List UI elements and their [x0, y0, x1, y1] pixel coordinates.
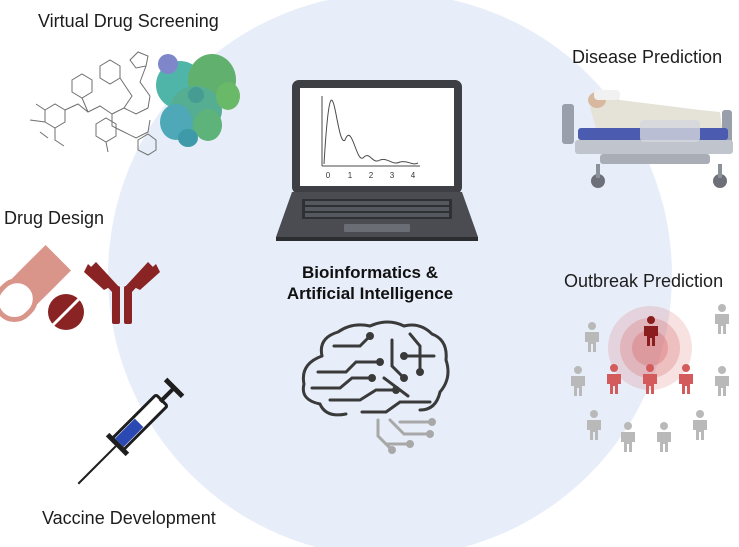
- brain-circuit-icon: [301, 320, 450, 417]
- molecule-icon: [29, 51, 157, 156]
- laptop-plot-ticks: 0 1 2 3 4: [326, 171, 416, 180]
- label-drug-design: Drug Design: [4, 208, 105, 228]
- healthy-person-icon: [571, 366, 585, 396]
- background-circle: [108, 0, 672, 547]
- center-title-line1: Bioinformatics &: [301, 263, 439, 282]
- infected-person-icon: [643, 364, 657, 394]
- tick-label: 4: [411, 171, 416, 180]
- tick-label: 1: [348, 171, 353, 180]
- laptop-icon: 0 1 2 3 4: [276, 80, 478, 241]
- tick-label: 3: [390, 171, 395, 180]
- antibody-icon: [84, 262, 160, 324]
- label-disease-prediction: Disease Prediction: [572, 47, 723, 67]
- label-outbreak-prediction: Outbreak Prediction: [564, 271, 724, 291]
- tablet-icon: [48, 294, 84, 330]
- healthy-person-icon: [715, 366, 729, 396]
- healthy-person-icon: [693, 410, 707, 440]
- healthy-person-icon: [621, 422, 635, 452]
- people-network-icon: [571, 304, 729, 452]
- healthy-person-icon: [657, 422, 671, 452]
- center-title-line2: Artificial Intelligence: [286, 284, 454, 303]
- source-person-icon: [644, 316, 658, 346]
- healthy-person-icon: [715, 304, 729, 334]
- infected-person-icon: [679, 364, 693, 394]
- syringe-icon: [77, 377, 185, 485]
- protein-icon: [156, 54, 240, 147]
- healthy-person-icon: [587, 410, 601, 440]
- tick-label: 2: [369, 171, 374, 180]
- brain-stem-circuit: [376, 418, 436, 454]
- keyboard-keys: [305, 201, 449, 217]
- healthy-person-icon: [585, 322, 599, 352]
- label-virtual-drug-screening: Virtual Drug Screening: [38, 11, 219, 31]
- pill-icon: [0, 244, 72, 323]
- hospital-bed-icon: [562, 90, 733, 188]
- infected-person-icon: [607, 364, 621, 394]
- tick-label: 0: [326, 171, 331, 180]
- laptop-plot: [321, 96, 420, 167]
- label-vaccine-development: Vaccine Development: [42, 508, 216, 528]
